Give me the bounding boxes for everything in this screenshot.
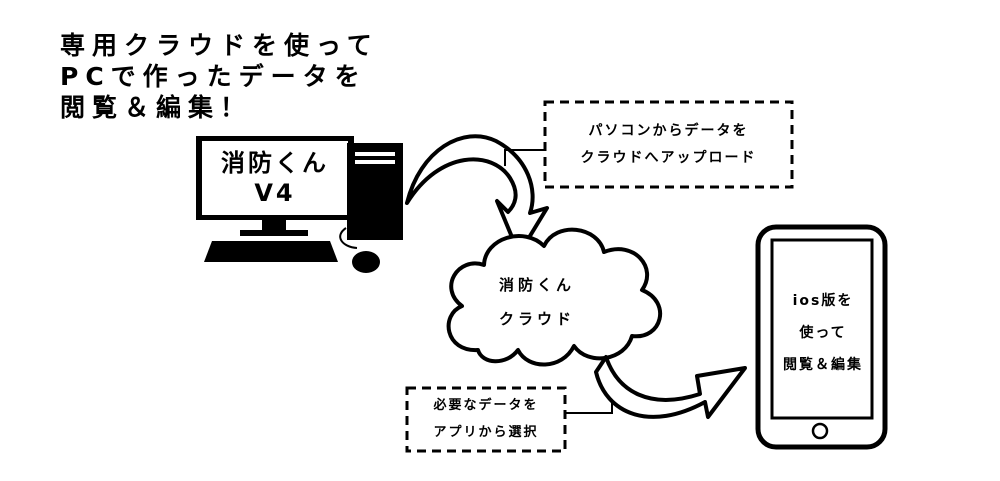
monitor-neck: [262, 220, 286, 232]
phone-screen: [770, 238, 874, 420]
home-button-icon: [811, 422, 829, 440]
cloud-label: 消防くん クラウド: [462, 268, 612, 336]
pc-screen-line-1: 消防くん: [221, 149, 329, 177]
smartphone-icon: [755, 224, 888, 450]
phone-screen-line-3: 閲覧＆編集: [783, 357, 863, 373]
phone-screen-line-1: ios版を: [792, 293, 854, 309]
pc-screen-line-2: V4: [254, 179, 296, 207]
cloud-icon: [446, 227, 662, 367]
upload-note-line-2: クラウドへアップロード: [580, 150, 757, 166]
pc-screen-label: 消防くん V4: [200, 148, 350, 208]
heading-line-1: 専用クラウドを使って: [60, 31, 379, 60]
upload-note-connector: [504, 149, 545, 166]
mouse-cable: [339, 227, 358, 249]
monitor-screen: [202, 141, 348, 215]
upload-arrow-icon: [405, 134, 549, 256]
heading-line-3: 閲覧＆編集！: [60, 93, 253, 122]
select-note-line-1: 必要なデータを: [433, 398, 539, 413]
upload-note-line-1: パソコンからデータを: [588, 123, 749, 139]
cloud-label-line-1: 消防くん: [498, 276, 575, 294]
pc-tower-icon: [347, 143, 403, 240]
phone-screen-line-2: 使って: [799, 325, 847, 341]
phone-screen-label: ios版を 使って 閲覧＆編集: [773, 285, 873, 381]
heading-line-2: PCで作ったデータを: [60, 62, 367, 91]
upload-note-text: パソコンからデータを クラウドへアップロード: [545, 118, 792, 172]
select-note-line-2: アプリから選択: [433, 425, 539, 440]
heading: 専用クラウドを使って PCで作ったデータを 閲覧＆編集！: [60, 30, 379, 123]
select-note-box: [405, 386, 613, 453]
download-arrow-icon: [594, 355, 747, 419]
select-note-text: 必要なデータを アプリから選択: [407, 392, 565, 446]
monitor-base: [240, 230, 308, 236]
keyboard-icon: [204, 241, 338, 262]
upload-note-box: [504, 100, 794, 189]
mouse-icon: [352, 251, 380, 273]
desktop-pc-icon: [196, 136, 403, 273]
cloud-label-line-2: クラウド: [498, 310, 575, 328]
select-note-connector: [565, 400, 613, 414]
